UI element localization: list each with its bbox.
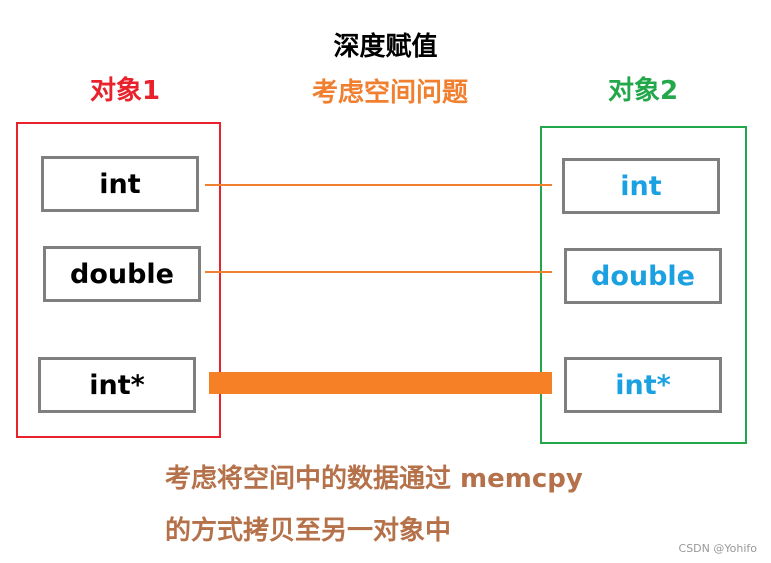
note-line-1: 考虑将空间中的数据通过 memcpy xyxy=(165,464,583,494)
object2-field-int: int xyxy=(562,158,720,214)
object1-label: 对象1 xyxy=(89,76,161,106)
connector-int xyxy=(205,184,552,186)
connector-double xyxy=(205,271,552,273)
watermark: CSDN @Yohifo xyxy=(678,542,757,555)
object2-field-double: double xyxy=(564,248,722,304)
object2-label: 对象2 xyxy=(607,76,679,106)
connector-int-pointer xyxy=(209,372,552,394)
object2-field-int-pointer: int* xyxy=(564,357,722,413)
diagram-subtitle: 考虑空间问题 xyxy=(311,78,468,108)
object1-field-int: int xyxy=(41,156,199,212)
diagram-title: 深度赋值 xyxy=(333,32,438,62)
object1-container xyxy=(16,122,221,438)
object2-container xyxy=(540,126,747,444)
object1-field-int-pointer: int* xyxy=(38,357,196,413)
note-line-2: 的方式拷贝至另一对象中 xyxy=(165,516,452,546)
object1-field-double: double xyxy=(43,246,201,302)
